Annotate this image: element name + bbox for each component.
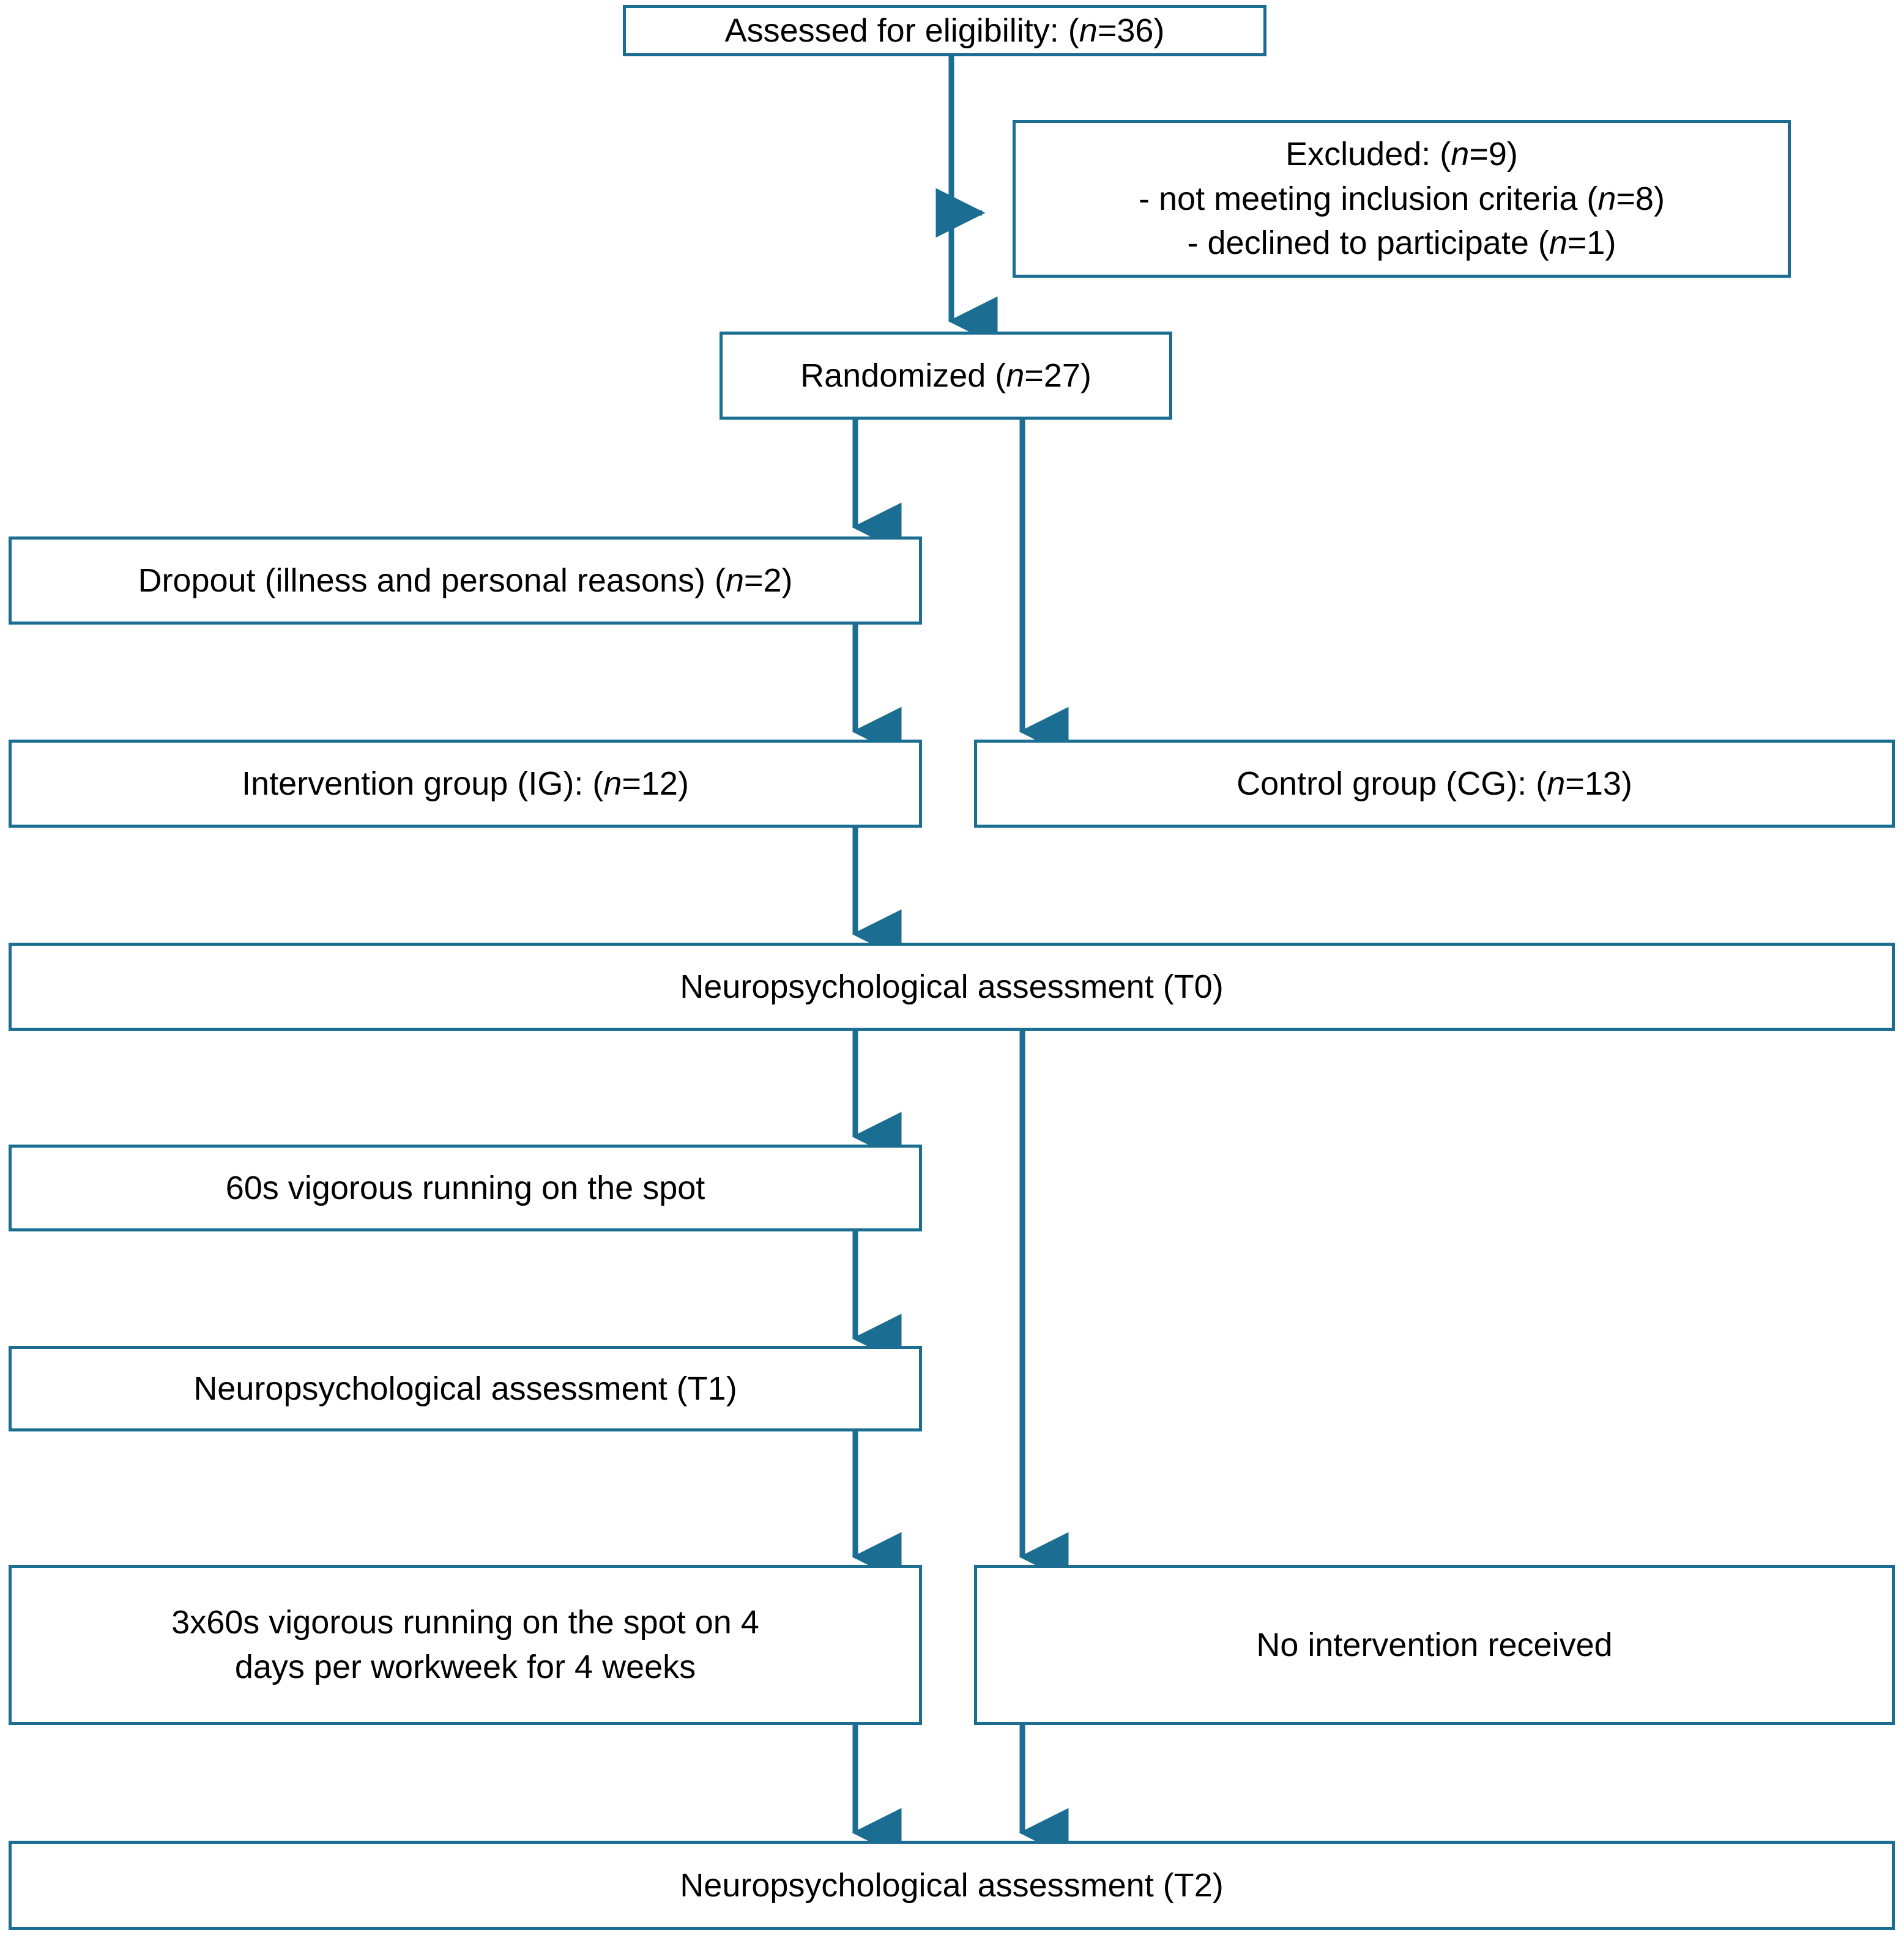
node-excluded-line-1: Excluded: (n=9) — [1285, 135, 1518, 173]
node-dropout-label: Dropout (illness and personal reasons) (… — [138, 562, 793, 599]
node-assessment-t0[interactable]: Neuropsychological assessment (T0) — [9, 943, 1895, 1031]
node-running-3x60s[interactable]: 3x60s vigorous running on the spot on 4 … — [9, 1565, 922, 1725]
node-running-3x60s-line-2: days per workweek for 4 weeks — [234, 1649, 696, 1685]
node-assessment-t1-label: Neuropsychological assessment (T1) — [193, 1370, 737, 1407]
node-dropout[interactable]: Dropout (illness and personal reasons) (… — [9, 536, 922, 625]
node-control-group-label: Control group (CG): (n=13) — [1236, 765, 1632, 802]
node-excluded-line-3: - declined to participate (n=1) — [1187, 225, 1616, 262]
node-assessed-label: Assessed for eligibility: (n=36) — [724, 12, 1165, 49]
node-assessed-for-eligibility[interactable]: Assessed for eligibility: (n=36) — [623, 5, 1266, 56]
node-assessment-t0-label: Neuropsychological assessment (T0) — [680, 968, 1224, 1005]
node-running-60s-label: 60s vigorous running on the spot — [225, 1169, 705, 1206]
node-randomized-label: Randomized (n=27) — [800, 357, 1091, 394]
node-excluded-line-2: - not meeting inclusion criteria (n=8) — [1139, 180, 1665, 217]
node-assessment-t2[interactable]: Neuropsychological assessment (T2) — [9, 1841, 1895, 1930]
node-no-intervention[interactable]: No intervention received — [974, 1565, 1895, 1725]
node-excluded[interactable]: Excluded: (n=9) - not meeting inclusion … — [1013, 120, 1791, 278]
node-assessment-t1[interactable]: Neuropsychological assessment (T1) — [9, 1346, 922, 1431]
node-randomized[interactable]: Randomized (n=27) — [720, 332, 1172, 420]
node-intervention-group[interactable]: Intervention group (IG): (n=12) — [9, 740, 922, 828]
node-intervention-group-label: Intervention group (IG): (n=12) — [242, 765, 689, 802]
node-running-3x60s-line-1: 3x60s vigorous running on the spot on 4 — [171, 1604, 759, 1641]
node-running-60s[interactable]: 60s vigorous running on the spot — [9, 1145, 922, 1231]
node-no-intervention-label: No intervention received — [1256, 1626, 1613, 1663]
node-assessment-t2-label: Neuropsychological assessment (T2) — [680, 1866, 1224, 1904]
node-control-group[interactable]: Control group (CG): (n=13) — [974, 740, 1895, 828]
